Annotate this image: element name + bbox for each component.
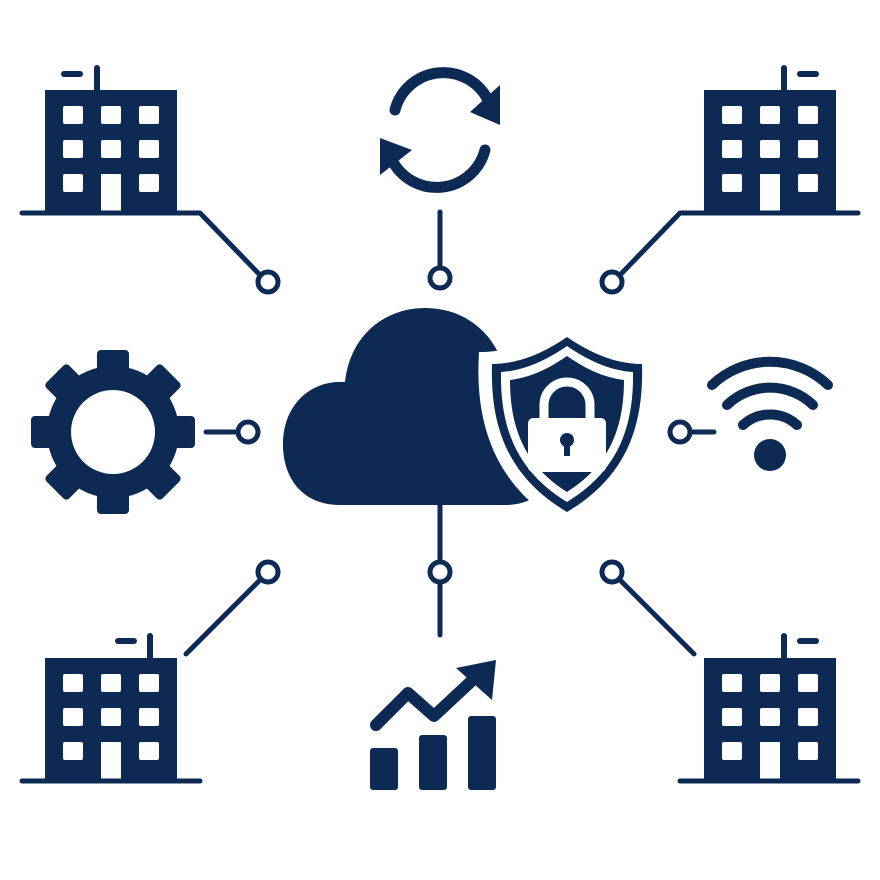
refresh-icon [380, 67, 500, 193]
growth-chart-icon [370, 660, 496, 790]
connector-node [599, 559, 625, 585]
building-icon-bottom-left [45, 633, 177, 780]
building-icon-top-right [704, 65, 836, 212]
wifi-icon [707, 356, 833, 471]
gear-icon [31, 350, 195, 514]
connector-line [183, 577, 263, 657]
connector-node [599, 269, 625, 295]
connector-node [235, 419, 261, 445]
connector-line [617, 577, 697, 657]
connector-node [427, 559, 453, 585]
connector-node [427, 265, 453, 291]
cloud-shield-lock-icon [283, 308, 656, 528]
building-icon-bottom-right [704, 633, 836, 780]
connector-line [617, 210, 861, 278]
connector-node [667, 419, 693, 445]
connector-node [255, 559, 281, 585]
connector-line [19, 210, 263, 278]
connector-node [255, 269, 281, 295]
building-icon-top-left [45, 65, 177, 212]
